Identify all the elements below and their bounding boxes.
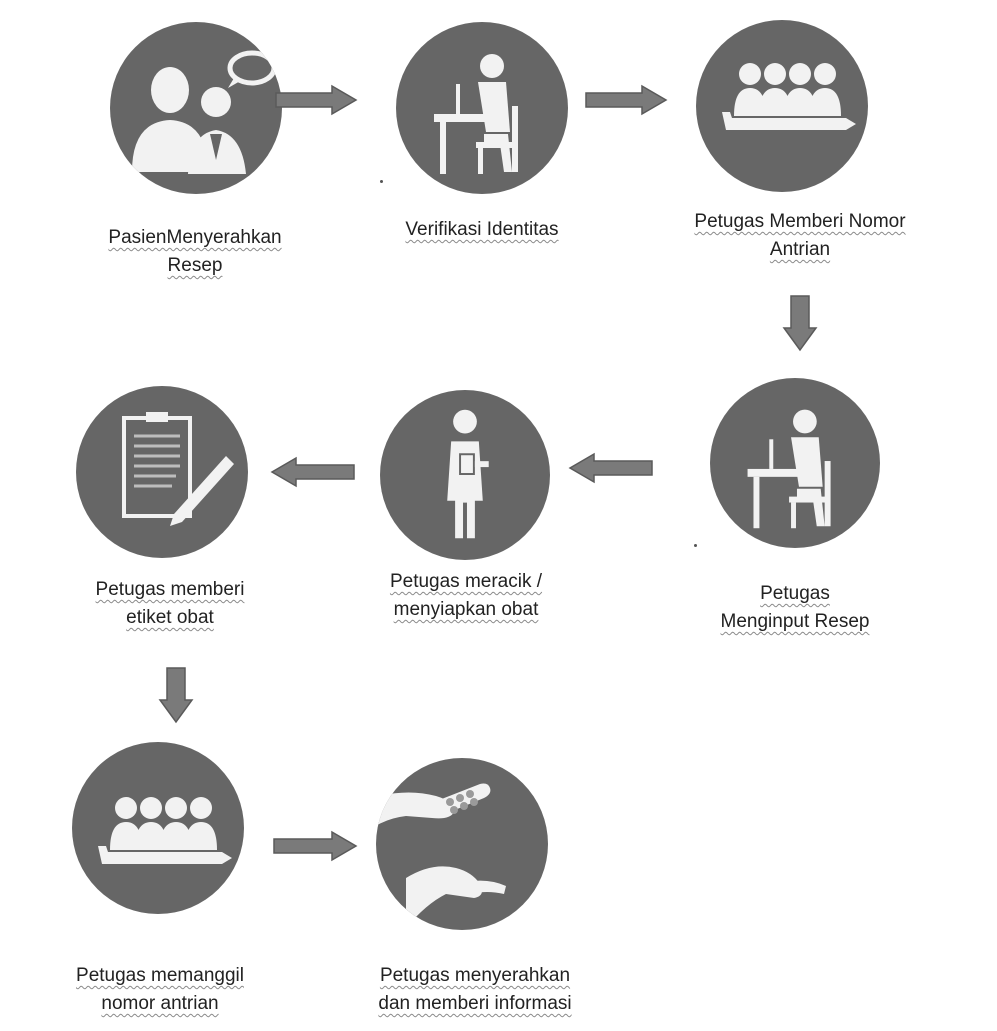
- step-7-circle: [72, 742, 244, 914]
- step-7-label-line-2: nomor antrian: [101, 993, 219, 1014]
- step-8-label-line-2: dan memberi informasi: [378, 993, 572, 1014]
- step-2-label: Verifikasi Identitas: [330, 216, 634, 244]
- step-4-label: Petugas Menginput Resep: [660, 580, 930, 636]
- step-5-circle: [380, 390, 550, 560]
- step-1-label-line-2: Resep: [167, 255, 223, 276]
- step-6-label-line-2: etiket obat: [126, 607, 214, 628]
- step-7-label-line-1: Petugas memanggil: [76, 965, 244, 986]
- patient-speech-icon: [132, 50, 277, 174]
- arrow-step-2-to-3: [585, 84, 668, 116]
- step-3-label-line-1: Petugas Memberi Nomor: [694, 211, 906, 232]
- step-8-label: Petugas menyerahkan dan memberi informas…: [330, 962, 620, 1018]
- step-4-circle: [710, 378, 880, 548]
- step-7-label: Petugas memanggil nomor antrian: [30, 962, 290, 1018]
- arrow-step-3-to-4: [782, 295, 818, 352]
- arrow-step-4-to-5: [568, 452, 653, 484]
- step-3-circle: [696, 20, 868, 192]
- hand-over-medicine-icon: [376, 783, 506, 928]
- step-8-circle: [376, 758, 548, 930]
- arrow-step-7-to-8: [273, 830, 358, 862]
- arrow-step-1-to-2: [275, 84, 358, 116]
- step-5-label-line-2: menyiapkan obat: [393, 599, 539, 620]
- step-6-label: Petugas memberi etiket obat: [40, 576, 300, 632]
- step-1-label: PasienMenyerahkan Resep: [40, 224, 350, 280]
- step-1-circle: [110, 22, 282, 194]
- step-6-label-line-1: Petugas memberi: [95, 579, 245, 600]
- step-3-label-line-2: Antrian: [769, 239, 831, 260]
- desk-worker-icon: [434, 54, 518, 174]
- document-pen-icon: [122, 412, 234, 526]
- step-5-label: Petugas meracik / menyiapkan obat: [316, 568, 616, 624]
- step-2-label-line-1: Verifikasi Identitas: [405, 219, 559, 240]
- step-4-label-line-1: Petugas: [760, 583, 830, 604]
- step-4-label-line-2: Menginput Resep: [720, 611, 870, 632]
- scan-speck: [380, 180, 383, 183]
- queue-people-icon: [722, 63, 856, 130]
- desk-worker-icon: [747, 409, 831, 529]
- person-holding-item-icon: [447, 409, 489, 539]
- step-5-label-line-1: Petugas meracik /: [389, 571, 543, 592]
- queue-people-icon: [98, 797, 232, 864]
- step-2-circle: [396, 22, 568, 194]
- arrow-step-5-to-6: [270, 456, 355, 488]
- step-3-label: Petugas Memberi Nomor Antrian: [640, 208, 960, 264]
- scan-speck: [694, 544, 697, 547]
- arrow-step-6-to-7: [158, 667, 194, 724]
- step-8-label-line-1: Petugas menyerahkan: [379, 965, 571, 986]
- step-1-label-line-1: PasienMenyerahkan: [108, 227, 282, 248]
- step-6-circle: [76, 386, 248, 558]
